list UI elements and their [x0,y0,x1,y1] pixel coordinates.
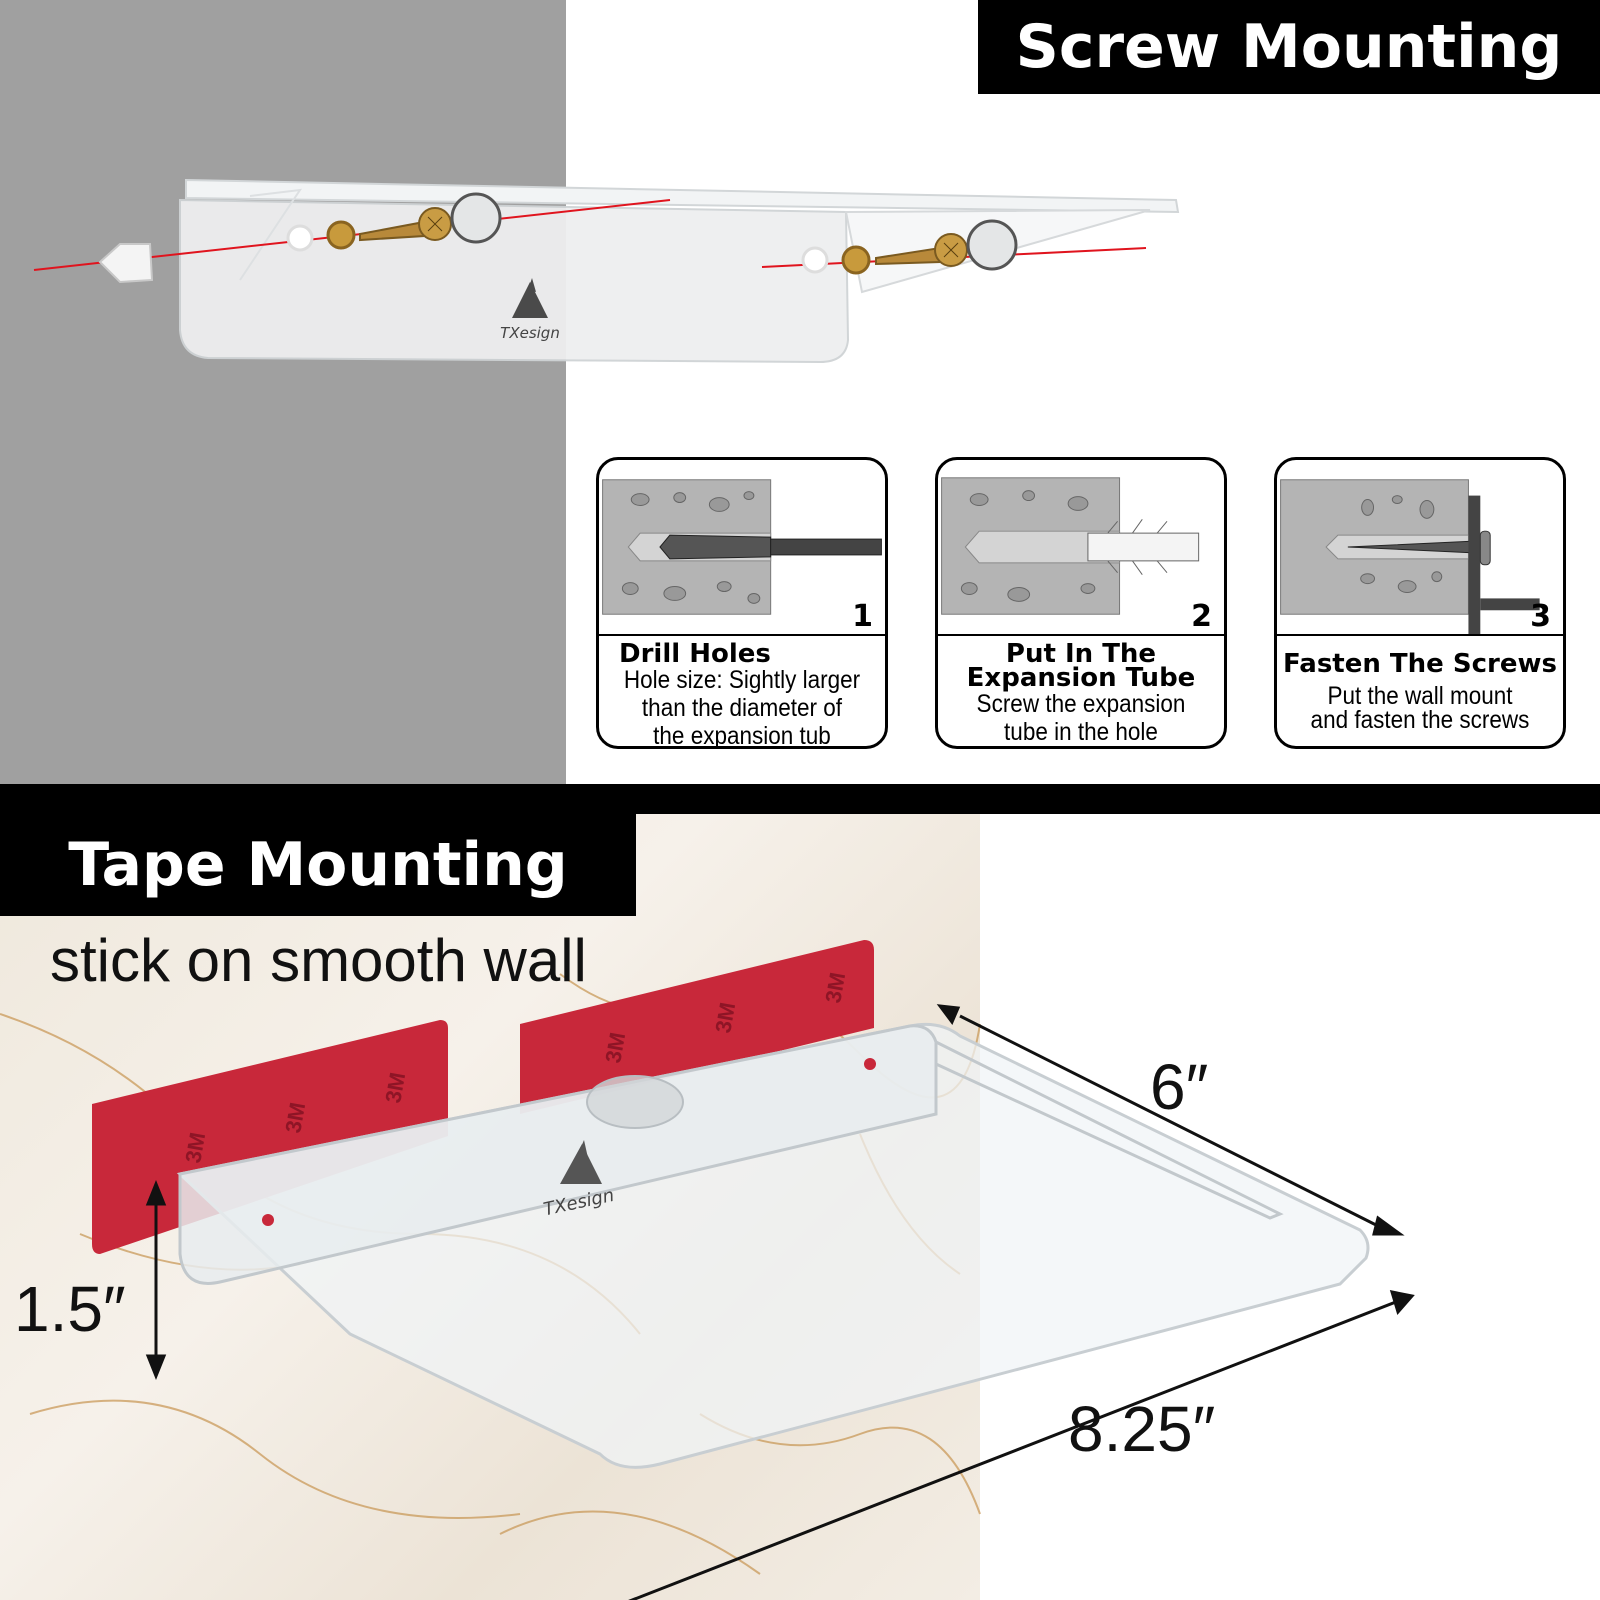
step-description-line: and fasten the screws [1310,706,1530,734]
height-dimension-label: 1.5″ [14,1273,126,1345]
screw-icon [359,207,452,242]
step-description-line: the expansion tub [653,722,831,749]
step-illustration [1277,460,1563,636]
step-description: Hole size: Sightly larger than the diame… [613,666,870,749]
screw-cap-icon [450,192,502,244]
expansion-tube-icon [941,477,1200,615]
tape-brand-label: 3M [820,970,850,1004]
tape-brand-label: 3M [280,1100,310,1134]
brass-bushing-icon [326,220,356,250]
screw-cap-icon [966,219,1018,271]
step-number: 2 [1191,599,1212,634]
step-description-line: Hole size: Sightly larger [623,666,861,694]
brass-bushing-icon [841,245,871,275]
screw-mount-illustration: TXesign [33,178,1180,364]
step-description-line: than the diameter of [641,694,843,722]
step-illustration [938,460,1224,636]
step-title-line: Expansion Tube [966,663,1196,693]
step-description-line: tube in the hole [1004,718,1158,746]
step-text: Drill Holes Hole size: Sightly larger th… [599,638,885,746]
tape-mounting-subtitle: stick on smooth wall [50,927,587,994]
step-illustration [599,460,885,636]
screw-mounting-section: TXesign Screw Mounting 1 Drill Holes Hol… [0,0,1600,784]
step-text: Put In The Expansion Tube Screw the expa… [938,638,1224,746]
step-title: Put In The Expansion Tube [938,639,1224,693]
step-title: Fasten The Screws [1283,649,1557,679]
tape-mounting-title: Tape Mounting [0,814,636,916]
width-arrow [628,1296,1407,1600]
depth-arrow [959,1014,1391,1234]
brand-logo-icon: TXesign [500,278,560,342]
tape-brand-label: 3M [600,1030,630,1064]
brand-logo-text: TXesign [500,324,560,342]
fasten-screw-icon [1280,479,1540,634]
tape-brand-label: 3M [180,1130,210,1164]
step-description-line: Put the wall mount [1327,682,1513,710]
step-title: Drill Holes [619,639,771,669]
step-card-fasten-screws: 3 Fasten The Screws Put the wall mount a… [1274,457,1566,749]
screw-mounting-title: Screw Mounting [978,0,1600,94]
step-text: Fasten The Screws Put the wall mount and… [1277,638,1563,746]
step-description: Put the wall mount and fasten the screws [1291,682,1548,734]
gray-wall-background [0,0,566,784]
drill-icon [602,479,882,615]
tape-brand-label: 3M [710,1000,740,1034]
acrylic-shelf [176,1022,1370,1469]
section-divider [0,784,1600,814]
washer-icon [286,224,314,252]
washer-icon [801,246,829,274]
step-title-line: Put In The [1005,639,1157,669]
tape-mount-illustration: 3M 3M 3M 3M 3M 3M TXesign [0,940,1415,1600]
step-number: 1 [852,599,873,634]
depth-dimension-label: 6″ [1150,1051,1209,1123]
step-card-drill-holes: 1 Drill Holes Hole size: Sightly larger … [596,457,888,749]
screw-icon [875,233,968,267]
expansion-anchor-icon [98,243,154,284]
step-description-line: Screw the expansion [976,690,1186,718]
width-dimension-label: 8.25″ [1068,1393,1216,1465]
step-number: 3 [1530,599,1551,634]
dimension-arrows [145,1004,1415,1600]
tape-brand-label: 3M [380,1070,410,1104]
step-description: Screw the expansion tube in the hole [952,690,1209,746]
step-card-expansion-tube: 2 Put In The Expansion Tube Screw the ex… [935,457,1227,749]
tape-mounting-section: 3M 3M 3M 3M 3M 3M TXesign [0,814,1600,1600]
adhesive-tape-right: 3M 3M 3M [520,940,874,1114]
